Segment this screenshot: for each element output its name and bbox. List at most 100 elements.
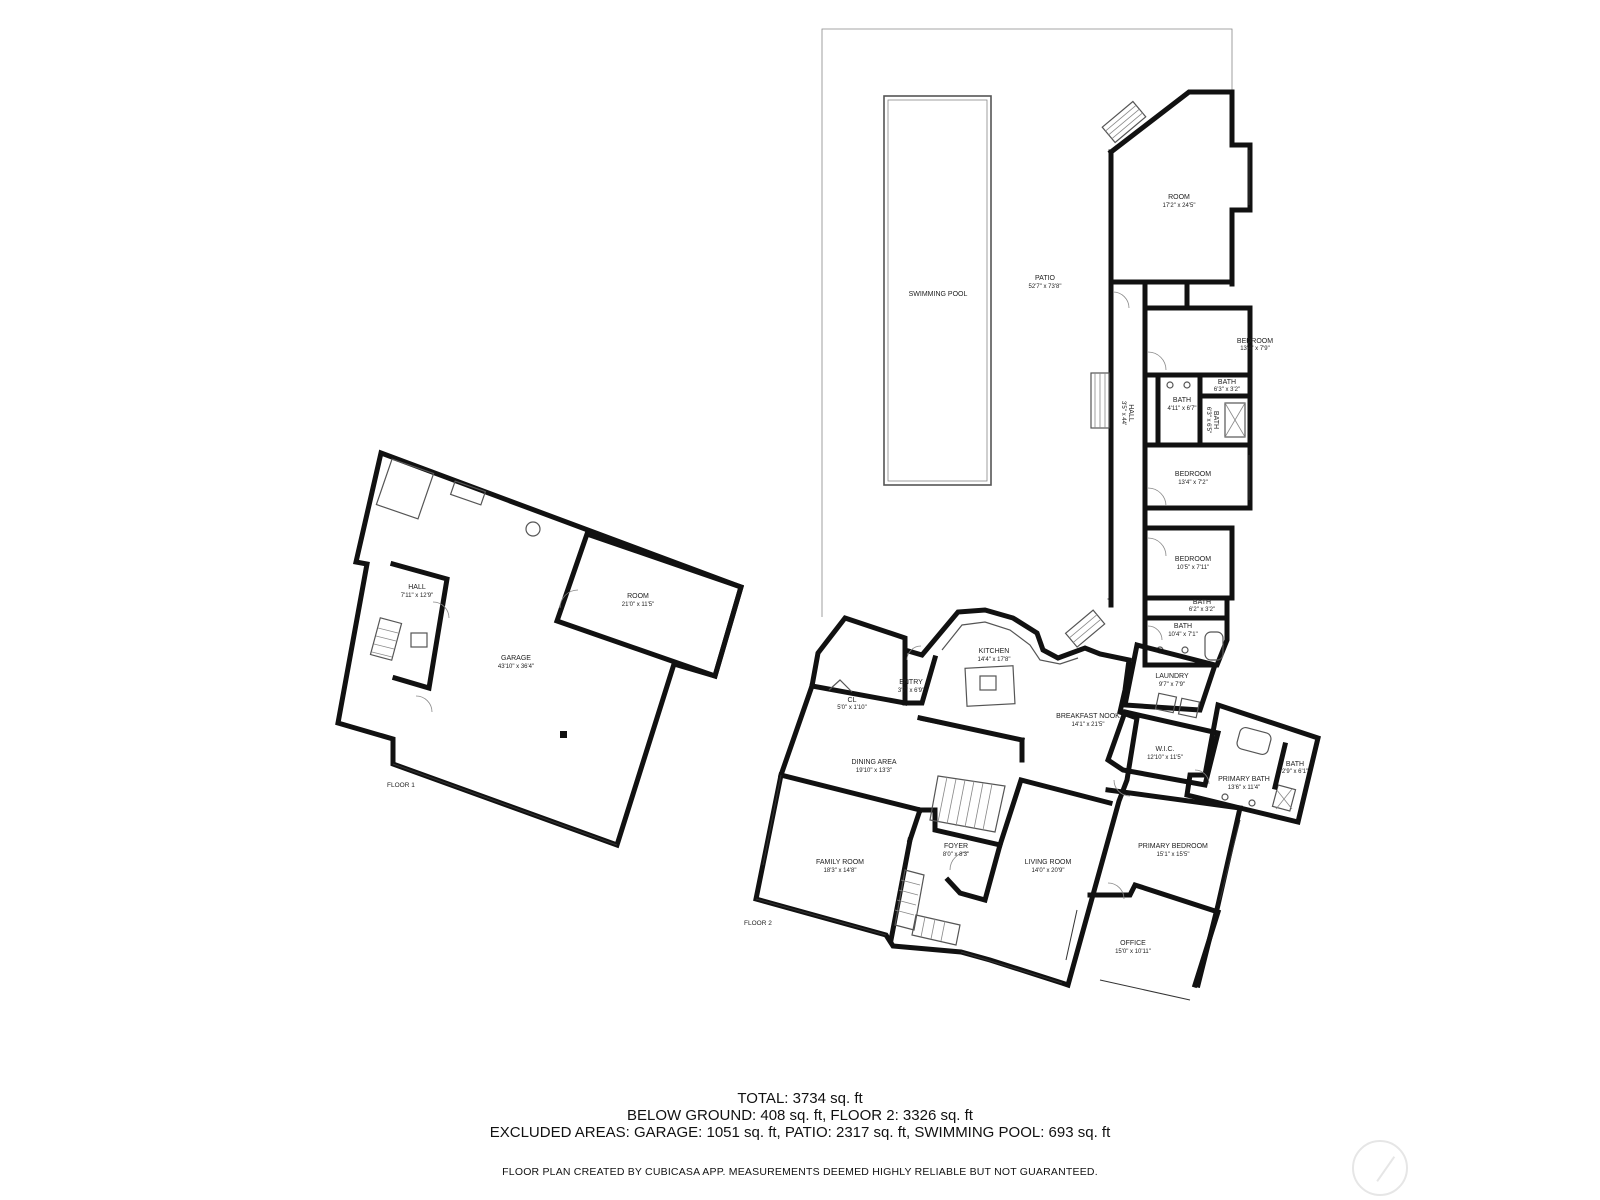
svg-text:FOYER: FOYER (944, 843, 968, 850)
bath-c-dims: 6'3" x 6'5" (1205, 407, 1211, 433)
svg-text:BATH: BATH (1174, 623, 1192, 630)
patio-boundary (821, 28, 1233, 617)
north-steps (1101, 100, 1147, 144)
bath-b-dims: 4'11" x 6'7" (1167, 406, 1196, 412)
floor1-room-dims: 21'0" x 11'5" (622, 602, 654, 608)
svg-text:7'11" x 12'9": 7'11" x 12'9" (401, 593, 433, 599)
svg-text:19'10" x 13'3": 19'10" x 13'3" (856, 768, 892, 774)
patio-dims: 52'7" x 73'8" (1029, 284, 1062, 290)
svg-text:W.I.C.: W.I.C. (1155, 746, 1174, 753)
disclaimer-text: FLOOR PLAN CREATED BY CUBICASA APP. MEAS… (502, 1166, 1098, 1178)
svg-text:BATH: BATH (1218, 379, 1236, 386)
excluded-areas: EXCLUDED AREAS: GARAGE: 1051 sq. ft, PAT… (489, 1124, 1111, 1141)
svg-text:ROOM: ROOM (1168, 194, 1190, 201)
floor1-post (560, 731, 567, 738)
svg-text:17'2" x 24'5": 17'2" x 24'5" (1163, 203, 1196, 209)
bath-e-dims: 10'4" x 7'1" (1168, 632, 1198, 638)
water-heater-icon (525, 521, 541, 537)
svg-text:ROOM: ROOM (627, 593, 649, 600)
svg-text:15'1" x 15'5": 15'1" x 15'5" (1157, 852, 1190, 858)
hall-steps (1090, 372, 1110, 429)
bedroom1-name: BEDROOM (1237, 338, 1273, 345)
svg-text:14'4" x 17'8": 14'4" x 17'8" (978, 657, 1011, 663)
dining-area-name: DINING AREA (851, 759, 896, 766)
wic-dims: 12'10" x 11'5" (1147, 755, 1183, 761)
foyer-name: FOYER (944, 843, 968, 850)
floor1-hall-name: HALL (408, 584, 426, 591)
svg-text:BATH: BATH (1286, 761, 1304, 768)
bedroom2-walls (1142, 442, 1253, 511)
living-room-name: LIVING ROOM (1025, 859, 1072, 866)
bath-a-name: BATH (1218, 379, 1236, 386)
breakfast-nook-name: BREAKFAST NOOK (1056, 713, 1120, 720)
patio-name: PATIO (1035, 275, 1056, 282)
svg-text:GARAGE: GARAGE (501, 655, 531, 662)
closet-dims: 5'0" x 1'10" (837, 705, 867, 711)
primary-bath-dims: 13'6" x 11'4" (1228, 785, 1260, 791)
bath-a-dims: 6'3" x 3'2" (1214, 387, 1240, 393)
svg-text:12'10" x 11'5": 12'10" x 11'5" (1147, 755, 1183, 761)
laundry-walls (1121, 641, 1219, 713)
floor1-hall-walls (389, 560, 450, 692)
svg-text:HALL: HALL (408, 584, 426, 591)
svg-text:BEDROOM: BEDROOM (1237, 338, 1273, 345)
wic-name: W.I.C. (1155, 746, 1174, 753)
primary-bedroom-walls (1105, 787, 1244, 989)
svg-text:3'5" x 44': 3'5" x 44' (1120, 401, 1126, 425)
bath-e-walls (1142, 615, 1230, 668)
living-room-dims: 14'0" x 20'9" (1032, 868, 1065, 874)
svg-text:FLOOR 2: FLOOR 2 (744, 920, 772, 927)
floor1-room-walls (553, 530, 745, 680)
primary-tub-icon (1236, 726, 1272, 756)
svg-text:15'0" x 10'11": 15'0" x 10'11" (1115, 949, 1151, 955)
svg-text:14'1" x 21'5": 14'1" x 21'5" (1072, 722, 1105, 728)
north-room-name: ROOM (1168, 194, 1190, 201)
north-room-dims: 17'2" x 24'5" (1163, 203, 1196, 209)
floor1-fixture (410, 632, 428, 648)
entry-dims: 3'7" x 6'9" (898, 688, 924, 694)
laundry-dims: 9'7" x 7'9" (1159, 682, 1185, 688)
swimming-pool-name: SWIMMING POOL (909, 291, 968, 298)
floor-2-plan: SWIMMING POOL PATIO 52'7" x 73'8" ROOM 1… (744, 28, 1321, 1001)
patio-steps (1064, 609, 1106, 648)
bath-f-name: BATH (1286, 761, 1304, 768)
svg-text:6'2" x 3'2": 6'2" x 3'2" (1189, 607, 1215, 613)
bedroom1-dims: 13'4" x 7'9" (1240, 346, 1270, 352)
svg-text:KITCHEN: KITCHEN (979, 648, 1010, 655)
bedroom3-dims: 10'5" x 7'11" (1177, 565, 1209, 571)
svg-text:ENTRY: ENTRY (899, 679, 923, 686)
kitchen-island (964, 665, 1016, 707)
office-dims: 15'0" x 10'11" (1115, 949, 1151, 955)
svg-text:CL: CL (848, 697, 857, 704)
total-area: TOTAL: 3734 sq. ft (737, 1090, 863, 1107)
breakfast-nook-dims: 14'1" x 21'5" (1072, 722, 1105, 728)
hall-name: HALL (1127, 404, 1134, 422)
svg-text:21'0" x 11'5": 21'0" x 11'5" (622, 602, 654, 608)
svg-text:LAUNDRY: LAUNDRY (1155, 673, 1189, 680)
kitchen-name: KITCHEN (979, 648, 1010, 655)
bedroom3-name: BEDROOM (1175, 556, 1211, 563)
bath-f-dims: 2'9" x 6'1" (1282, 769, 1308, 775)
svg-text:PRIMARY BATH: PRIMARY BATH (1218, 776, 1270, 783)
shower-icon (1224, 402, 1246, 438)
floor1-room-name: ROOM (627, 593, 649, 600)
watermark-logo-icon (1352, 1140, 1408, 1196)
svg-text:6'3" x 3'2": 6'3" x 3'2" (1214, 387, 1240, 393)
foyer-stairs (894, 775, 1006, 946)
dining-area-dims: 19'10" x 13'3" (856, 768, 892, 774)
svg-text:FAMILY ROOM: FAMILY ROOM (816, 859, 864, 866)
closet-name: CL (848, 697, 857, 704)
primary-bath-name: PRIMARY BATH (1218, 776, 1270, 783)
washer-icon (1154, 692, 1178, 714)
swimming-pool (883, 95, 992, 486)
office-walls (1087, 881, 1222, 989)
bedroom3-walls (1142, 525, 1235, 601)
bath-c-name: BATH (1212, 411, 1219, 429)
svg-text:DINING AREA: DINING AREA (851, 759, 896, 766)
svg-text:PRIMARY BEDROOM: PRIMARY BEDROOM (1138, 843, 1208, 850)
svg-text:9'7" x 7'9": 9'7" x 7'9" (1159, 682, 1185, 688)
svg-text:2'9" x 6'1": 2'9" x 6'1" (1282, 769, 1308, 775)
svg-text:BEDROOM: BEDROOM (1175, 556, 1211, 563)
bedroom1-walls (1142, 305, 1253, 378)
